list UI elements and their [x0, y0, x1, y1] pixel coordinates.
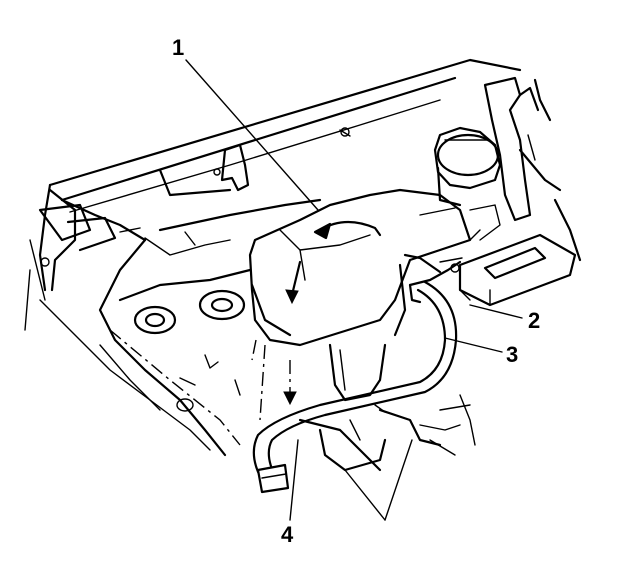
callout-4: 4	[281, 522, 294, 547]
callout-3: 3	[506, 342, 518, 367]
washer-pump-connector	[403, 253, 463, 304]
callout-labels: 1 2 3 4	[172, 35, 540, 547]
lower-bracket	[298, 394, 476, 472]
callout-2: 2	[528, 308, 540, 333]
washer-fluid-reservoir	[248, 126, 502, 421]
inner-fender	[39, 238, 252, 457]
radiator-support-panel	[24, 58, 522, 331]
washer-hose	[252, 280, 458, 494]
callout-1: 1	[172, 35, 184, 60]
callout-leaders	[185, 59, 523, 521]
right-side-bracket	[458, 76, 582, 307]
